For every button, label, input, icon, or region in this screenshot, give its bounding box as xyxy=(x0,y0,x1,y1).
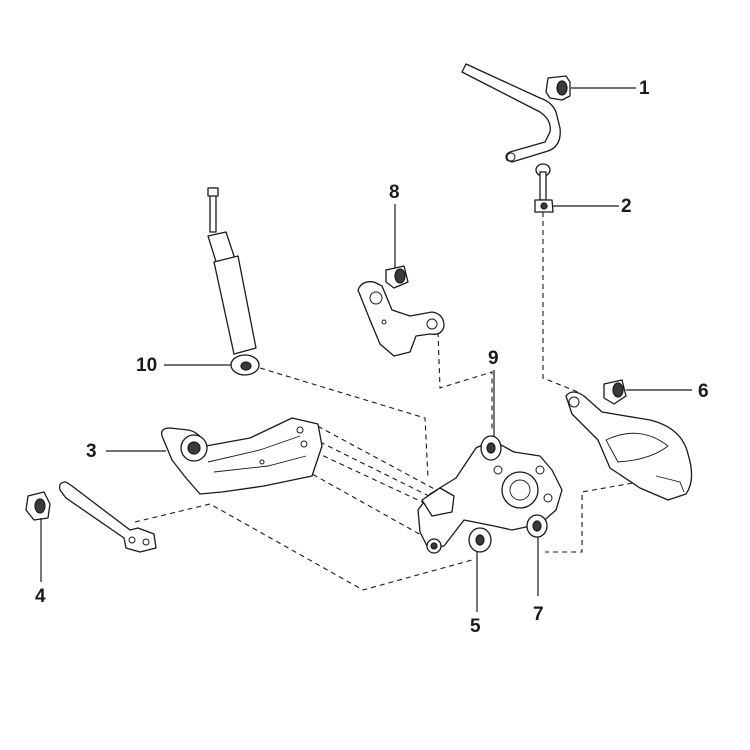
callout-5: 5 xyxy=(470,616,481,637)
dash-shock-to-knuckle xyxy=(259,367,429,479)
shock-body xyxy=(213,255,257,355)
trailing-arm-hole-1 xyxy=(296,426,304,434)
callout-4: 4 xyxy=(35,586,46,607)
dash-upper-arm-to-knuckle xyxy=(437,331,493,432)
dash-link-to-knuckle xyxy=(134,503,473,591)
leader-lines xyxy=(40,87,692,612)
callout-7: 7 xyxy=(533,604,544,625)
part-5-knuckle-lower-bushing xyxy=(468,527,492,553)
lower-arm-edge xyxy=(655,475,685,493)
upper-arm-hole-3 xyxy=(381,319,387,325)
part-4-lateral-link xyxy=(25,481,157,553)
part-8-upper-control-arm xyxy=(357,265,445,357)
callout-10: 10 xyxy=(136,355,157,376)
knuckle-bolt-2 xyxy=(543,493,553,503)
trailing-arm-rib-1 xyxy=(207,435,301,463)
bushing-1-hole xyxy=(556,80,568,96)
dash-link-to-lower-arm xyxy=(542,212,579,393)
lower-arm-hole xyxy=(568,396,580,408)
callout-3: 3 xyxy=(86,441,97,462)
part-9-knuckle-upper-bushing xyxy=(480,435,502,461)
trailing-arm-hole-3 xyxy=(259,459,265,465)
trailing-arm-body xyxy=(161,417,323,495)
lateral-link-body xyxy=(58,481,157,553)
dash-trailing-arm-to-knuckle-3 xyxy=(304,469,431,541)
lower-arm-body xyxy=(565,391,693,501)
knuckle-hub xyxy=(501,471,539,509)
stabilizer-bar xyxy=(461,63,561,163)
lower-arm-spring-seat xyxy=(605,432,669,463)
dash-trailing-arm-to-knuckle-2 xyxy=(314,451,436,509)
dash-trailing-arm-to-knuckle-4 xyxy=(319,441,438,501)
knuckle-bolt-1 xyxy=(535,465,545,475)
part-6-lower-control-arm xyxy=(565,379,693,501)
trailing-arm-bushing-hole xyxy=(187,441,201,455)
upper-arm-bushing-hole xyxy=(394,268,406,284)
part-10-shock-absorber xyxy=(207,187,260,376)
upper-arm-hole-2 xyxy=(426,318,438,330)
trailing-arm-hole-2 xyxy=(300,440,308,448)
part-1-stabilizer-bushing xyxy=(545,75,571,101)
lateral-link-bushing-hole xyxy=(34,498,46,514)
dash-trailing-arm-to-knuckle-1 xyxy=(309,421,441,493)
stabilizer-bar-body xyxy=(461,63,561,163)
trailing-arm-rib-2 xyxy=(213,455,307,473)
bushing-5-hole xyxy=(475,534,485,546)
lateral-link-hole-2 xyxy=(142,538,150,546)
lower-arm-bushing-hole xyxy=(612,382,624,398)
callout-numbers: 1 2 3 4 5 6 7 8 9 10 xyxy=(35,78,709,637)
lateral-link-hole-1 xyxy=(128,536,136,544)
callout-6: 6 xyxy=(698,381,709,402)
part-7-knuckle-rear-bushing xyxy=(526,514,548,538)
dash-lower-arm-to-knuckle xyxy=(545,479,651,553)
bushing-7-hole xyxy=(532,520,542,532)
knuckle-lower-eye-hole xyxy=(430,542,438,550)
shock-rod-tip xyxy=(207,187,219,197)
bushing-9-hole xyxy=(486,442,496,454)
assembly-lines xyxy=(134,212,651,591)
callout-9: 9 xyxy=(488,348,499,369)
knuckle-bolt-3 xyxy=(493,465,503,475)
shock-bushing-hole xyxy=(240,361,252,371)
link-rod xyxy=(539,171,547,201)
link-bottom-hole xyxy=(540,202,548,210)
knuckle-arm xyxy=(421,487,455,517)
part-3-trailing-arm xyxy=(161,417,323,495)
callout-1: 1 xyxy=(639,78,650,99)
callout-2: 2 xyxy=(621,196,632,217)
knuckle-hub-inner xyxy=(509,479,531,501)
part-2-stabilizer-link xyxy=(534,163,554,213)
stabilizer-bar-end-hole xyxy=(506,152,516,162)
callout-8: 8 xyxy=(389,182,400,203)
upper-arm-hole-1 xyxy=(369,291,383,305)
